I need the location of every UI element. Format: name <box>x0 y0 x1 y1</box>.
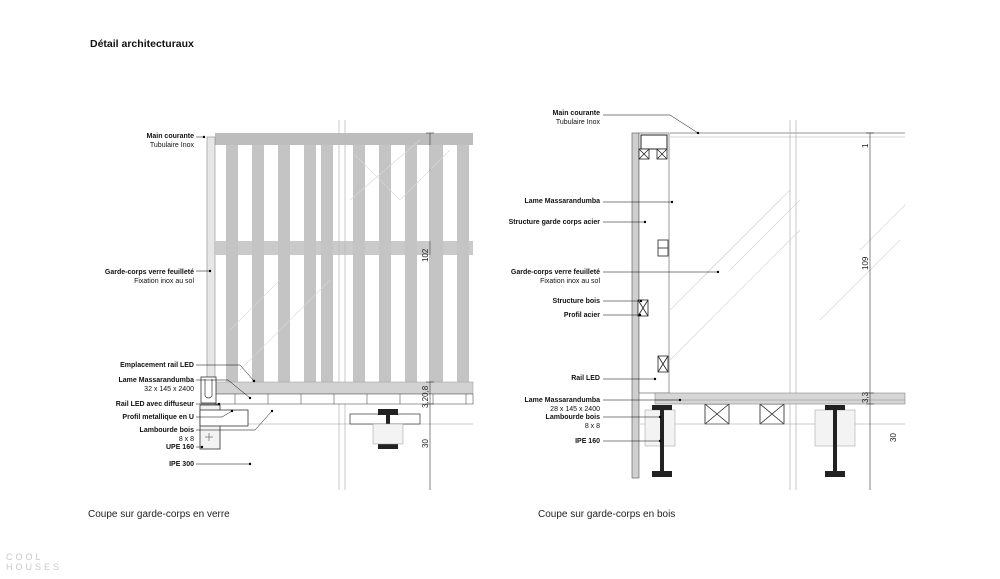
label-lame-massarandumba-right-top: Lame Massarandumba <box>524 198 600 205</box>
label-rail-led-diffuseur: Rail LED avec diffuseur <box>115 401 194 408</box>
dim-102: 102 <box>421 248 430 262</box>
left-section-drawing: 102 3,20,8 30 <box>196 120 474 490</box>
caption-right: Coupe sur garde-corps en bois <box>538 509 676 520</box>
dim-320-8: 3,20,8 <box>421 385 430 408</box>
leaders-right <box>603 114 720 443</box>
page-title: Détail architecturaux <box>90 38 194 50</box>
leaders-left <box>196 135 274 466</box>
ipe-web-right <box>660 410 664 476</box>
ipe-web-right-2 <box>833 410 837 476</box>
slat <box>405 145 417 382</box>
label-profil-metallique-u: Profil metallique en U <box>122 414 194 421</box>
led-channel-left <box>200 376 217 404</box>
ipe-flange-bottom-left <box>378 444 398 449</box>
dimension-line-left <box>426 132 434 490</box>
glass-hatching-left <box>229 139 451 371</box>
label-upe-160: UPE 160 <box>165 444 194 451</box>
deck-substructure-left <box>214 393 474 405</box>
glass-panel-left <box>206 136 216 383</box>
steel-frame-right <box>638 132 670 394</box>
label-profil-acier: Profil acier <box>563 312 600 319</box>
label-rail-led-right: Rail LED <box>571 375 600 382</box>
dim-30-right: 30 <box>889 433 898 442</box>
label-ipe-160: IPE 160 <box>575 438 600 445</box>
caption-left: Coupe sur garde-corps en verre <box>88 509 230 520</box>
label-ipe-300: IPE 300 <box>169 461 194 468</box>
handrail-band-left <box>215 133 473 145</box>
glass-hatching-right <box>669 189 906 361</box>
slat <box>252 145 264 382</box>
dim-1: 1 <box>861 143 870 148</box>
dim-3-3: 3,3 <box>861 391 870 403</box>
slat <box>353 145 365 382</box>
slat <box>321 145 333 382</box>
slat <box>278 145 290 382</box>
deck-board-left <box>214 381 474 395</box>
middle-rail-left <box>215 241 473 255</box>
slat <box>431 145 443 382</box>
label-structure-bois: Structure bois <box>552 298 600 305</box>
label-structure-garde-corps-acier: Structure garde corps acier <box>508 219 600 226</box>
dim-109: 109 <box>861 256 870 270</box>
label-emplacement-rail-led: Emplacement rail LED <box>120 362 194 369</box>
slat <box>457 145 469 382</box>
slat <box>304 145 316 382</box>
deck-board-right <box>654 392 906 405</box>
section-boxes-right <box>637 148 785 425</box>
ipe-flange-top-left <box>378 409 398 415</box>
slat <box>379 145 391 382</box>
slats-left <box>226 145 469 382</box>
dim-30-left: 30 <box>421 439 430 448</box>
right-section-drawing: 1 109 3,3 30 <box>603 114 906 490</box>
slat <box>226 145 238 382</box>
dimension-line-right <box>866 132 874 490</box>
